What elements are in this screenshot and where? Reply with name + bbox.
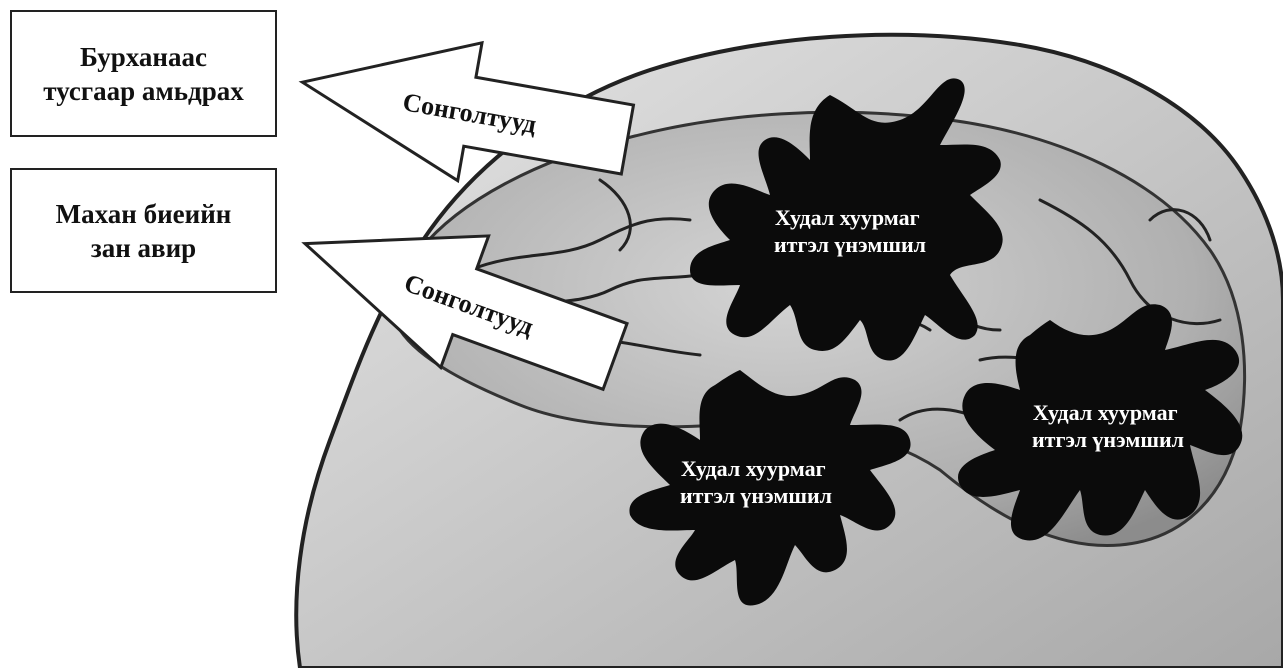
box-1-line1: Бурханаас <box>43 40 243 74</box>
blot-2-line2: итгэл үнэмшил <box>680 483 832 508</box>
box-2-line2: зан авир <box>56 231 232 265</box>
blot-2-line1: Худал хуурмаг <box>681 456 826 481</box>
blot-3-line2: итгэл үнэмшил <box>1032 427 1184 452</box>
blot-1-line1: Худал хуурмаг <box>775 205 920 230</box>
blot-1-line2: итгэл үнэмшил <box>774 232 926 257</box>
box-1-line2: тусгаар амьдрах <box>43 74 243 108</box>
blot-3-line1: Худал хуурмаг <box>1033 400 1178 425</box>
box-live-apart-from-god: Бурханаас тусгаар амьдрах <box>10 10 277 137</box>
box-2-line1: Махан биеийн <box>56 197 232 231</box>
box-fleshly-behavior: Махан биеийн зан авир <box>10 168 277 293</box>
